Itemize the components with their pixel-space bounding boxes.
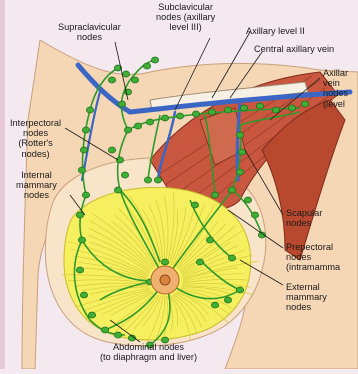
label-line: nodes bbox=[286, 252, 340, 262]
lymph-node bbox=[78, 167, 85, 173]
lymph-node bbox=[121, 172, 128, 178]
label-line: mammary bbox=[286, 292, 327, 302]
label-prepectoral-nodes: Prepectoral nodes (intramamma bbox=[286, 242, 340, 273]
label-line: nodes bbox=[286, 302, 327, 312]
lymph-node bbox=[122, 71, 129, 77]
lymph-node bbox=[224, 107, 231, 113]
label-line: nodes bbox=[286, 218, 322, 228]
lymph-node bbox=[256, 103, 263, 109]
lymph-node bbox=[134, 123, 141, 129]
label-line: Prepectoral bbox=[286, 242, 340, 252]
lymph-node bbox=[124, 127, 131, 133]
lymph-node bbox=[176, 113, 183, 119]
lymph-node bbox=[288, 105, 295, 111]
label-line: nodes (axillary bbox=[156, 12, 215, 22]
lymph-node bbox=[272, 107, 279, 113]
label-line: vein bbox=[323, 78, 348, 88]
label-internal-mammary-nodes: Internal mammary nodes bbox=[16, 170, 57, 201]
lymph-node bbox=[191, 202, 198, 208]
label-scapular-nodes: Scapular nodes bbox=[286, 208, 322, 228]
lymph-node bbox=[236, 132, 243, 138]
label-line: (to diaphragm and liver) bbox=[100, 352, 197, 362]
lymph-node bbox=[208, 109, 215, 115]
label-line: nodes bbox=[10, 128, 61, 138]
lymph-node bbox=[131, 77, 138, 83]
lymph-node bbox=[114, 332, 121, 338]
lymph-node bbox=[161, 259, 168, 265]
lymph-node bbox=[236, 169, 243, 175]
lymph-node bbox=[101, 327, 108, 333]
lymph-node bbox=[196, 259, 203, 265]
label-interpectoral-nodes: Interpectoral nodes (Rotter's nodes) bbox=[10, 118, 61, 159]
label-axillary-vein-nodes: Axillar vein nodes (level bbox=[323, 68, 348, 109]
lymph-node bbox=[151, 57, 158, 63]
lymph-node bbox=[82, 127, 89, 133]
lymph-node bbox=[108, 147, 115, 153]
lymph-node bbox=[144, 177, 151, 183]
lymph-node bbox=[108, 77, 115, 83]
label-line: (Rotter's bbox=[10, 138, 61, 148]
label-line: (intramamma bbox=[286, 262, 340, 272]
lymph-node bbox=[228, 255, 235, 261]
lymph-node bbox=[76, 212, 83, 218]
lymph-node bbox=[143, 63, 150, 69]
label-external-mammary-nodes: External mammary nodes bbox=[286, 282, 327, 313]
lymph-node bbox=[78, 237, 85, 243]
lymph-node bbox=[192, 111, 199, 117]
label-central-axillary-vein: Central axillary vein bbox=[254, 44, 334, 54]
label-line: Subclavicular bbox=[156, 2, 215, 12]
label-line: (level bbox=[323, 99, 348, 109]
lymph-node bbox=[161, 115, 168, 121]
lymph-node bbox=[118, 101, 125, 107]
label-line: Abdominal nodes bbox=[100, 342, 197, 352]
lymph-node bbox=[236, 287, 243, 293]
label-line: Interpectoral bbox=[10, 118, 61, 128]
label-line: nodes bbox=[16, 190, 57, 200]
label-line: Supraclavicular bbox=[58, 22, 121, 32]
label-line: nodes bbox=[323, 88, 348, 98]
lymph-node bbox=[228, 187, 235, 193]
label-line: Scapular bbox=[286, 208, 322, 218]
lymph-node bbox=[211, 192, 218, 198]
label-line: External bbox=[286, 282, 327, 292]
lymph-node bbox=[80, 292, 87, 298]
lymph-node bbox=[301, 101, 308, 107]
label-axillary-level-2: Axillary level II bbox=[246, 26, 305, 36]
lymph-node bbox=[211, 302, 218, 308]
label-line: mammary bbox=[16, 180, 57, 190]
lymph-node bbox=[238, 149, 245, 155]
lymph-node bbox=[244, 197, 251, 203]
lymph-node bbox=[240, 105, 247, 111]
frame-edge bbox=[0, 0, 5, 369]
lymph-node bbox=[82, 192, 89, 198]
lymph-node bbox=[88, 312, 95, 318]
lymph-node bbox=[251, 212, 258, 218]
label-subclavicular-nodes: Subclavicular nodes (axillary level III) bbox=[156, 2, 215, 33]
label-line: nodes) bbox=[10, 149, 61, 159]
lymph-node bbox=[76, 267, 83, 273]
lymph-node bbox=[146, 119, 153, 125]
label-line: Internal bbox=[16, 170, 57, 180]
label-line: nodes bbox=[58, 32, 121, 42]
lymph-node bbox=[86, 107, 93, 113]
label-abdominal-nodes: Abdominal nodes (to diaphragm and liver) bbox=[100, 342, 197, 362]
nipple bbox=[160, 275, 170, 285]
lymph-node bbox=[154, 177, 161, 183]
lymph-node bbox=[80, 147, 87, 153]
lymph-node bbox=[224, 297, 231, 303]
label-supraclavicular-nodes: Supraclavicular nodes bbox=[58, 22, 121, 42]
label-line: Axillar bbox=[323, 68, 348, 78]
lymph-node bbox=[206, 237, 213, 243]
lymph-node bbox=[114, 187, 121, 193]
label-line: level III) bbox=[156, 22, 215, 32]
